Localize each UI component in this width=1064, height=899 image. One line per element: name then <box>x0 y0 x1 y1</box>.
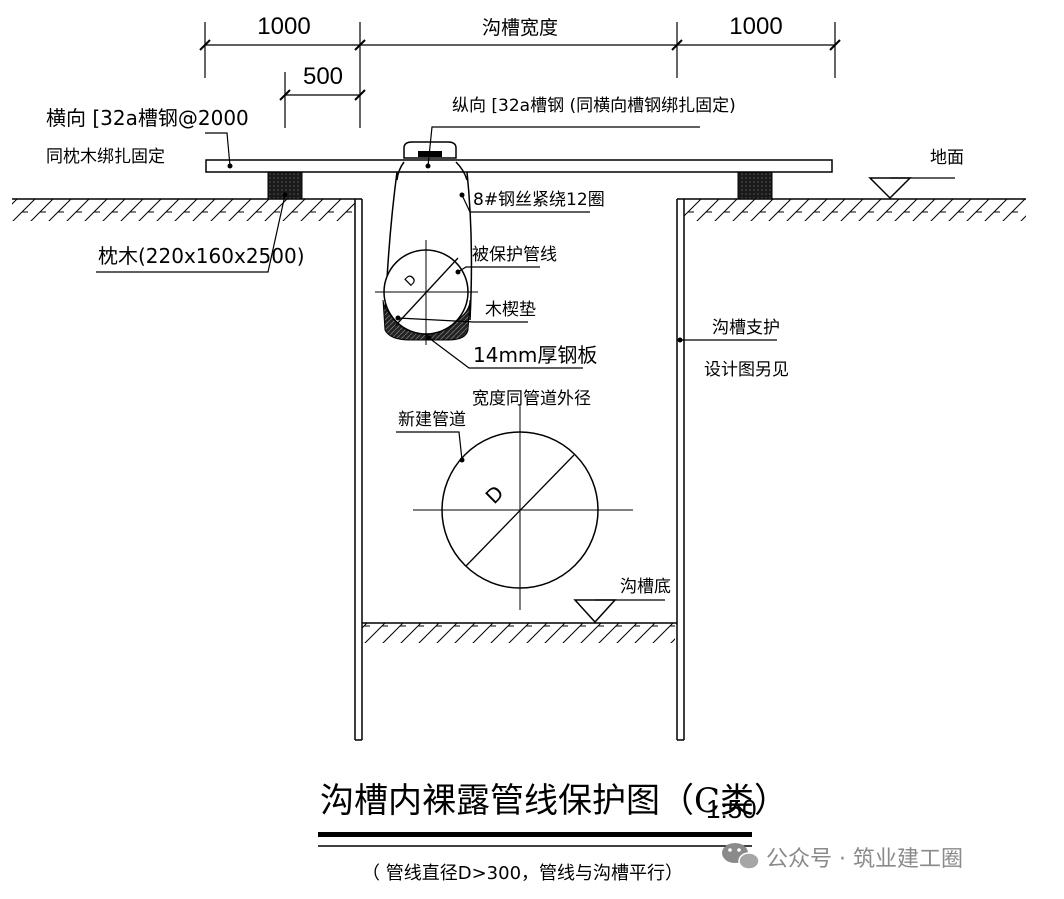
dim-right-width: 1000 <box>729 13 782 40</box>
new-pipe-centerlines <box>413 405 633 610</box>
dim-trench-width: 沟槽宽度 <box>482 17 558 39</box>
label-trench-bottom: 沟槽底 <box>620 577 671 597</box>
label-sleeper: 枕木(220x160x2500) <box>98 244 305 268</box>
drawing-scale: 1:50 <box>706 794 757 824</box>
drawing-subtitle: （ 管线直径D>300，管线与沟槽平行） <box>362 863 683 884</box>
label-support: 沟槽支护 <box>712 318 780 338</box>
drawing-title: 沟槽内裸露管线保护图（C类） <box>320 781 788 821</box>
label-protected-pipe: 被保护管线 <box>472 245 557 265</box>
dim-offset: 500 <box>303 63 343 90</box>
label-wood-wedge: 木楔垫 <box>485 300 536 320</box>
trench-bottom-marker <box>573 599 617 624</box>
trench-walls <box>354 199 685 741</box>
ground-level-marker <box>868 177 912 200</box>
watermark-text: 公众号 · 筑业建工圈 <box>766 847 963 872</box>
leader-dots <box>227 163 683 463</box>
label-cross-channel-fix: 同枕木绑扎固定 <box>46 147 165 167</box>
label-plate-width: 宽度同管道外径 <box>472 389 591 409</box>
title-underline-thick <box>318 832 752 837</box>
ground-soil <box>12 198 1026 643</box>
leader-lines <box>96 126 777 461</box>
sleeper-right <box>737 171 773 200</box>
channel-web <box>418 151 442 157</box>
protected-pipe-centerlines <box>375 240 478 345</box>
label-support-ref: 设计图另见 <box>704 360 789 380</box>
label-cross-channel: 横向 [32a槽钢@2000 <box>46 106 249 130</box>
cross-channel-steel <box>205 159 833 173</box>
dimension-lines <box>199 22 841 128</box>
wechat-icon <box>722 843 760 870</box>
label-new-pipe: 新建管道 <box>398 410 466 430</box>
label-steel-plate: 14mm厚钢板 <box>473 343 597 367</box>
label-ground: 地面 <box>930 148 964 168</box>
label-long-channel: 纵向 [32a槽钢 (同横向槽钢绑扎固定) <box>452 96 736 116</box>
label-wire: 8#钢丝紧绕12圈 <box>473 190 605 210</box>
dim-left-width: 1000 <box>257 13 310 40</box>
